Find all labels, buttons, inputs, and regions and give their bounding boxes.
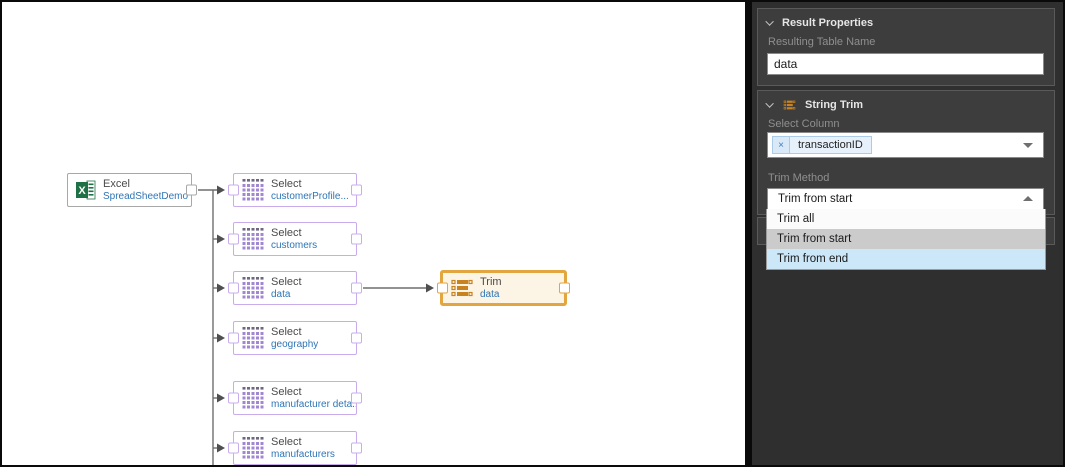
table-grid-icon	[242, 387, 264, 409]
node-title: Select	[271, 385, 302, 398]
node-subtitle: manufacturer deta...	[271, 398, 356, 410]
trim-method-label: Trim Method	[768, 172, 830, 184]
node-text: Excel SpreadSheetDemo I...	[103, 178, 191, 202]
node-text: Select customerProfile...	[271, 178, 349, 202]
node-title: Select	[271, 435, 302, 448]
diagram-canvas[interactable]: Excel SpreadSheetDemo I... Select custom…	[2, 2, 745, 465]
node-text: Trim data	[480, 276, 502, 300]
output-port[interactable]	[559, 282, 570, 294]
node-title: Trim	[480, 275, 502, 288]
node-title: Select	[271, 177, 302, 190]
trim-method-value: Trim from start	[778, 193, 853, 205]
output-port[interactable]	[351, 442, 362, 454]
section-title: Result Properties	[782, 17, 874, 29]
node-trim-data-selected[interactable]: Trim data	[437, 270, 570, 306]
table-name-label: Resulting Table Name	[768, 36, 876, 48]
section-string-trim: String Trim Select Column × transactionI…	[757, 90, 1055, 215]
trim-method-combobox[interactable]: Trim from start	[767, 188, 1044, 210]
node-select-data[interactable]: Select data	[228, 271, 362, 305]
table-grid-icon	[242, 277, 264, 299]
section-title: String Trim	[805, 99, 864, 111]
node-select-customerprofile[interactable]: Select customerProfile...	[228, 173, 362, 207]
node-subtitle: SpreadSheetDemo I...	[103, 190, 191, 202]
node-text: Select customers	[271, 227, 317, 251]
output-port[interactable]	[351, 332, 362, 344]
option-trim-from-end[interactable]: Trim from end	[767, 249, 1045, 269]
input-port[interactable]	[228, 392, 239, 404]
remove-column-button[interactable]: ×	[772, 136, 790, 154]
selected-column-tag: × transactionID	[772, 136, 872, 154]
string-trim-icon	[782, 99, 797, 111]
input-port[interactable]	[228, 282, 239, 294]
node-excel-source[interactable]: Excel SpreadSheetDemo I...	[67, 173, 197, 207]
node-subtitle: manufacturers	[271, 448, 335, 460]
section-result-properties: Result Properties Resulting Table Name	[757, 8, 1055, 86]
node-title: Excel	[103, 177, 130, 190]
node-select-customers[interactable]: Select customers	[228, 222, 362, 256]
output-port[interactable]	[351, 233, 362, 245]
section-header[interactable]: String Trim	[758, 91, 1054, 111]
output-port[interactable]	[351, 392, 362, 404]
chevron-down-icon[interactable]	[765, 17, 774, 26]
input-port[interactable]	[437, 282, 448, 294]
table-grid-icon	[242, 327, 264, 349]
table-grid-icon	[242, 437, 264, 459]
input-port[interactable]	[228, 184, 239, 196]
output-port[interactable]	[351, 184, 362, 196]
dropdown-caret-icon[interactable]	[1023, 143, 1033, 148]
node-text: Select manufacturer deta...	[271, 386, 356, 410]
output-port[interactable]	[351, 282, 362, 294]
node-text: Select geography	[271, 326, 318, 350]
trim-method-dropdown-list: Trim all Trim from start Trim from end	[766, 209, 1046, 270]
node-title: Select	[271, 275, 302, 288]
select-column-combobox[interactable]: × transactionID	[767, 132, 1044, 158]
input-port[interactable]	[228, 233, 239, 245]
table-grid-icon	[242, 179, 264, 201]
selected-column-value: transactionID	[790, 136, 872, 154]
option-trim-all[interactable]: Trim all	[767, 209, 1045, 229]
dropdown-caret-up-icon[interactable]	[1023, 196, 1033, 201]
node-select-geography[interactable]: Select geography	[228, 321, 362, 355]
node-text: Select manufacturers	[271, 436, 335, 460]
connector-edges	[198, 185, 434, 465]
node-text: Select data	[271, 276, 302, 300]
section-header[interactable]: Result Properties	[758, 9, 1054, 29]
chevron-down-icon[interactable]	[765, 99, 774, 108]
node-title: Select	[271, 325, 302, 338]
node-title: Select	[271, 226, 302, 239]
trim-icon	[451, 277, 473, 299]
input-port[interactable]	[228, 332, 239, 344]
node-subtitle: customerProfile...	[271, 190, 349, 202]
input-port[interactable]	[228, 442, 239, 454]
properties-panel: Result Properties Resulting Table Name S…	[752, 2, 1063, 465]
node-select-manufacturers[interactable]: Select manufacturers	[228, 431, 362, 465]
node-subtitle: customers	[271, 239, 318, 251]
table-grid-icon	[242, 228, 264, 250]
node-select-manufacturer-details[interactable]: Select manufacturer deta...	[228, 381, 362, 415]
node-subtitle: geography	[271, 338, 319, 350]
option-trim-from-start[interactable]: Trim from start	[767, 229, 1045, 249]
node-subtitle: data	[271, 288, 291, 300]
output-port[interactable]	[186, 184, 197, 196]
select-column-label: Select Column	[768, 118, 840, 130]
node-subtitle: data	[480, 288, 500, 300]
excel-icon	[76, 180, 96, 200]
table-name-input[interactable]	[767, 53, 1044, 75]
